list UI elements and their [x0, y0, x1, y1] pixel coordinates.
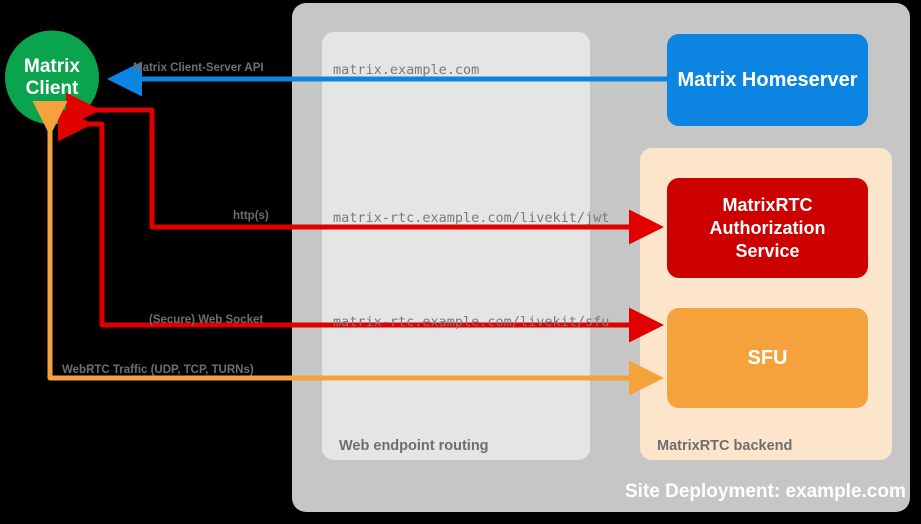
matrix-homeserver-node	[667, 34, 868, 126]
matrixrtc-backend-caption: MatrixRTC backend	[657, 438, 793, 454]
sfu-node	[667, 308, 868, 408]
web-endpoint-routing-panel	[322, 32, 590, 460]
web-endpoint-routing-caption: Web endpoint routing	[339, 438, 489, 454]
endpoint-jwt: matrix-rtc.example.com/livekit/jwt	[333, 210, 610, 226]
flow-label-https: http(s)	[233, 210, 269, 222]
endpoint-sfu: matrix-rtc.example.com/livekit/sfu	[333, 314, 610, 330]
flow-webrtc-traffic	[32, 101, 664, 396]
flow-label-websocket: (Secure) Web Socket	[149, 314, 264, 326]
matrix-client-node	[5, 30, 99, 125]
flow-label-client-server-api: Matrix Client-Server API	[133, 62, 264, 74]
endpoint-matrix: matrix.example.com	[333, 62, 480, 78]
flow-label-webrtc: WebRTC Traffic (UDP, TCP, TURNs)	[62, 364, 254, 376]
matrixrtc-authorization-service-node	[667, 178, 868, 278]
site-deployment-caption: Site Deployment: example.com	[625, 481, 906, 502]
